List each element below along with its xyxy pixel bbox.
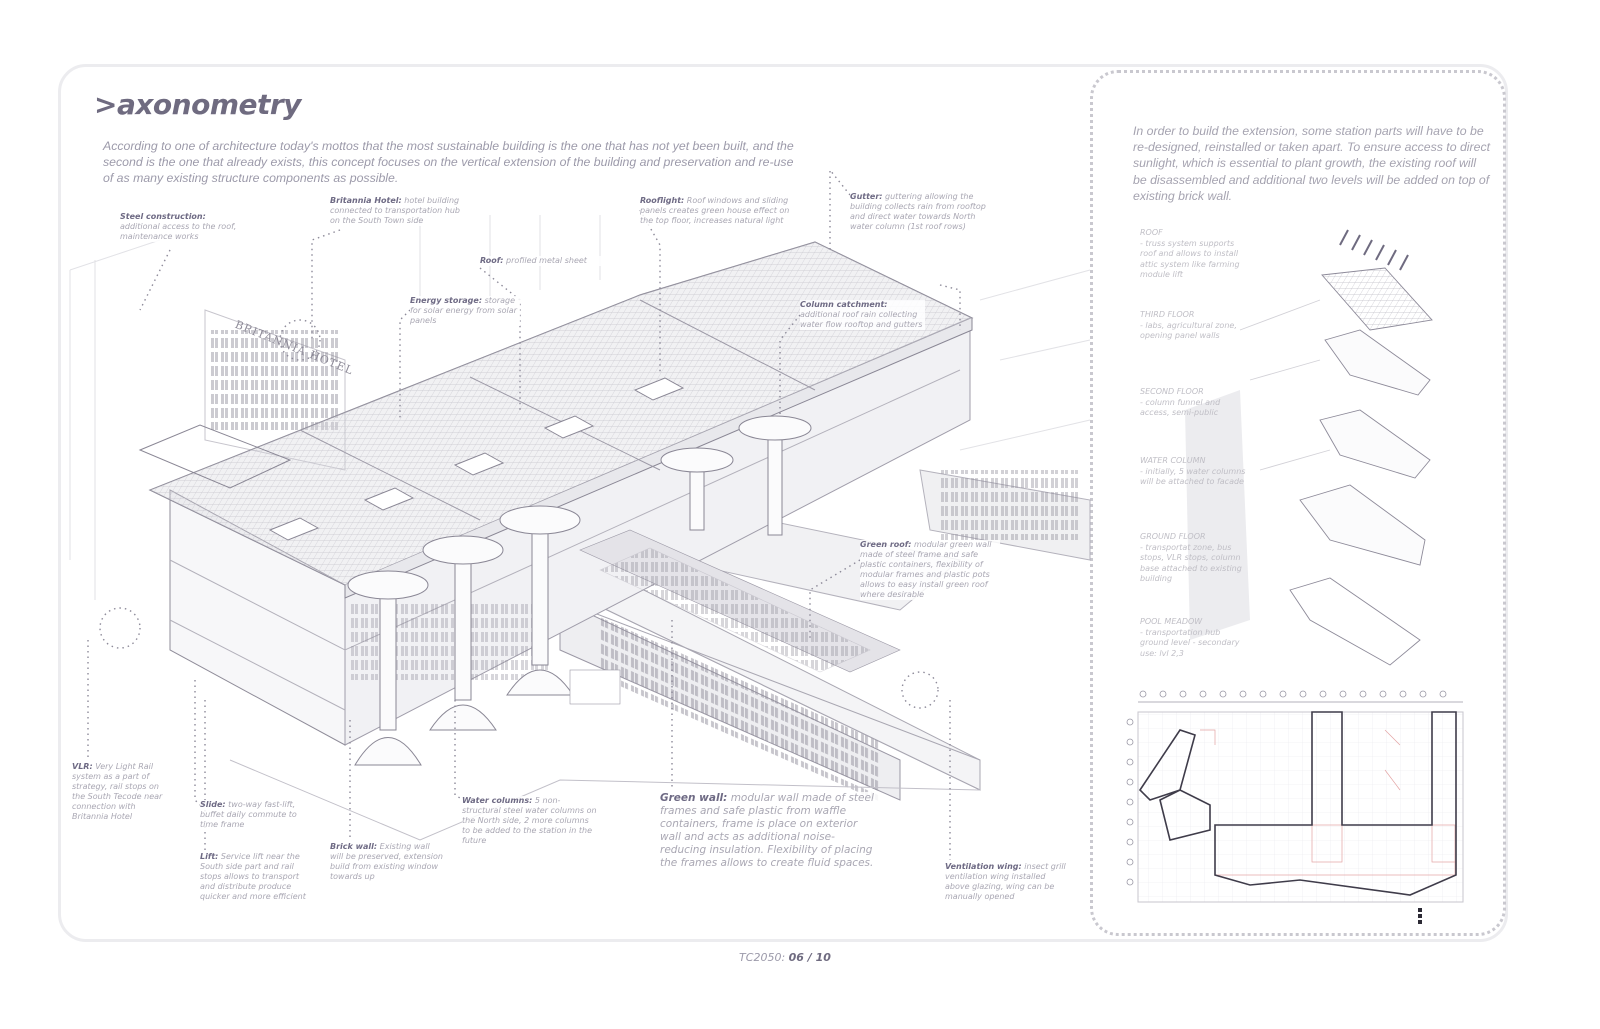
annotation-leaders [87, 168, 961, 860]
layer-second-floor: SECOND FLOOR- column funnel and access, … [1140, 387, 1221, 417]
page-number: 06 / 10 [788, 951, 831, 964]
layer-water-column: WATER COLUMN- initially, 5 water columns… [1140, 456, 1246, 486]
annotation-vlr: VLR: Very Light Rail system as a part of… [72, 762, 172, 822]
annotation-column-catchment: Column catchment: additional roof rain c… [800, 300, 925, 330]
annotation-roof: Roof: profiled metal sheet [480, 256, 620, 266]
main-building [138, 241, 974, 746]
right-panel-frame [1090, 70, 1506, 936]
annotation-gutter: Gutter: guttering allowing the building … [850, 192, 990, 232]
annotation-lift: Lift: Service lift near the South side p… [200, 852, 315, 902]
annotation-green-wall: Green wall: modular wall made of steel f… [660, 792, 880, 870]
board-frame [58, 64, 1508, 942]
page-footer: TC2050: 06 / 10 [739, 951, 831, 964]
annotation-ventilation-wing: Ventilation wing: insect grill ventilati… [945, 862, 1070, 902]
annotation-britannia-hotel: Britannia Hotel: hotel building connecte… [330, 196, 460, 226]
annotation-energy-storage: Energy storage: storage for solar energy… [410, 296, 520, 326]
annotation-rooflight: Rooflight: Roof windows and sliding pane… [640, 196, 790, 226]
intro-paragraph: According to one of architecture today's… [103, 139, 794, 185]
annotation-green-roof: Green roof: modular green wall made of s… [860, 540, 1000, 600]
page-title: >axonometry [94, 88, 301, 121]
annotation-slide: Slide: two-way fast-lift, buffet daily c… [200, 800, 310, 830]
annotation-steel-construction: Steel construction: additional access to… [120, 212, 240, 242]
green-roof-planters [569, 529, 901, 705]
right-intro-paragraph: In order to build the extension, some st… [1133, 124, 1491, 203]
lower-wing [544, 469, 1091, 802]
floor-plan [1126, 690, 1464, 924]
layer-third-floor: THIRD FLOOR- labs, agricultural zone, op… [1140, 310, 1237, 340]
exploded-layers [1185, 229, 1433, 666]
layer-roof: ROOF- truss system supports roof and all… [1140, 228, 1240, 279]
layer-pool-meadow: POOL MEADOW- transportation hub ground l… [1140, 617, 1240, 658]
water-columns [347, 415, 812, 766]
annotation-water-columns: Water columns: 5 non-structural steel wa… [462, 796, 597, 846]
layer-ground-floor: GROUND FLOOR- transportat zone, bus stop… [1140, 532, 1242, 583]
background-buildings [69, 215, 1091, 600]
annotation-brick-wall: Brick wall: Existing wall will be preser… [330, 842, 445, 882]
